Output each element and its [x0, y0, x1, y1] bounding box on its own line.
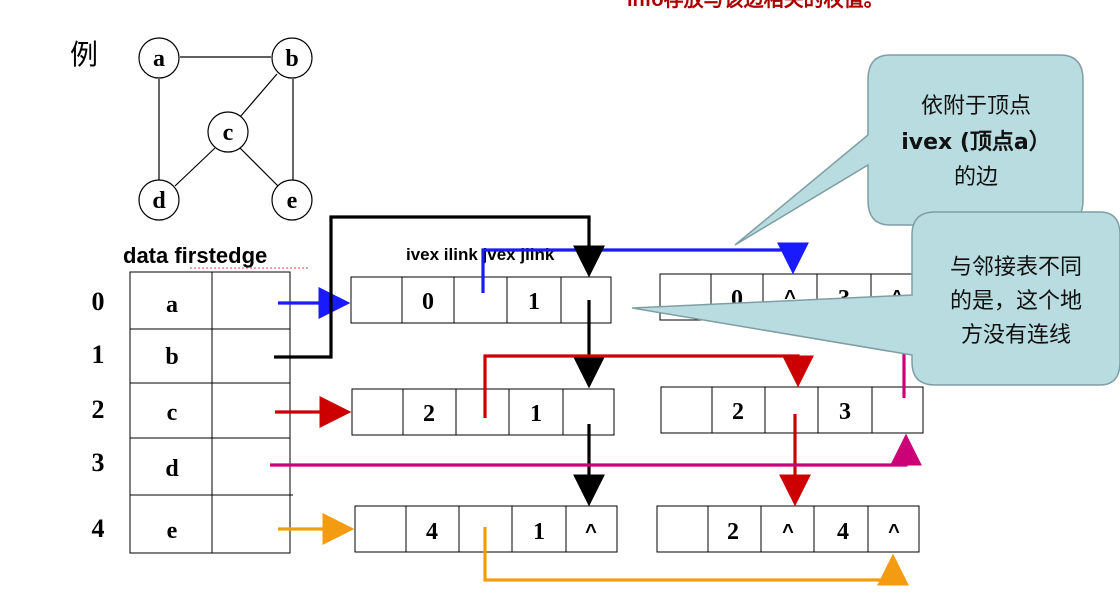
edge-cell: 0: [422, 289, 434, 315]
callout-line: 依附于顶点: [921, 94, 1031, 119]
edge-cell: 4: [837, 519, 849, 545]
arrow-black-b-first: [274, 215, 605, 359]
graph-node-label: b: [285, 46, 298, 72]
graph-node-label: c: [223, 120, 234, 146]
table-header: data firstedge: [123, 243, 267, 268]
edge-cell: ^: [888, 521, 900, 543]
edge-node-c-b: 2 1: [351, 388, 615, 436]
edge-cell: 1: [533, 519, 545, 545]
graph-node-label: a: [153, 46, 165, 72]
vertex-index: 4: [92, 514, 105, 543]
edge-cell: ^: [585, 521, 597, 543]
graph-edges: [158, 56, 294, 187]
edge-cell: 2: [727, 519, 739, 545]
graph-node-label: d: [152, 188, 166, 214]
callout-line: 方没有连线: [961, 323, 1071, 348]
edge-node-a-b: 0 1: [350, 276, 612, 324]
arrow-magenta-d-first: [270, 433, 922, 467]
graph-nodes: a b c d e: [138, 37, 313, 221]
edge-cell: ^: [782, 521, 794, 543]
callout-line: ivex (顶点a）: [901, 129, 1051, 155]
edge-cell: 3: [839, 399, 851, 425]
graph-node-a: a: [138, 37, 180, 79]
edge-cell: 1: [530, 401, 542, 427]
graph-edge-c-e: [239, 147, 279, 187]
edge-node-c-e: 2 ^ 4 ^: [656, 505, 920, 553]
vertex-indices: 0 1 2 3 4: [92, 287, 105, 543]
vertex-index: 0: [92, 287, 105, 316]
callout-no-connection: 与邻接表不同 的是，这个地 方没有连线: [631, 211, 1120, 386]
arrow-blue-a-ilink: [481, 242, 809, 293]
edge-node-c-d: 2 3: [660, 386, 924, 434]
vertex-data-cell: d: [165, 456, 179, 482]
vertex-data: a b c d e: [165, 292, 179, 544]
link-arrows: [270, 215, 922, 586]
callout-line: 的边: [954, 165, 998, 190]
vertex-data-cell: a: [166, 292, 178, 318]
vertex-data-cell: c: [167, 400, 178, 426]
vertex-index: 3: [92, 448, 105, 477]
edge-cell: 1: [528, 289, 540, 315]
graph-node-c: c: [207, 111, 249, 153]
graph-node-e: e: [271, 179, 313, 221]
callout-line: 的是，这个地: [950, 289, 1082, 314]
arrow-orange-eb-ilink: [483, 527, 909, 586]
callout-line: 与邻接表不同: [950, 255, 1082, 280]
graph-node-b: b: [271, 37, 313, 79]
vertex-table: [129, 271, 293, 554]
graph-edge-b-c: [239, 73, 278, 118]
top-snippet: info存放与该边相关的权值。: [627, 0, 884, 11]
vertex-data-cell: b: [165, 344, 178, 370]
example-label: 例: [70, 39, 98, 71]
graph-node-d: d: [138, 179, 180, 221]
graph-edge-c-d: [174, 147, 216, 187]
callout-incident-edges: 依附于顶点 ivex (顶点a） 的边: [734, 54, 1084, 246]
vertex-index: 2: [92, 395, 105, 424]
edge-cell: 2: [732, 399, 744, 425]
edge-cell: 2: [423, 401, 435, 427]
graph-node-label: e: [287, 188, 298, 214]
arrow-red-cb-ilink: [483, 354, 814, 418]
vertex-data-cell: e: [167, 518, 178, 544]
edge-cell: 4: [426, 519, 438, 545]
edge-field-header: ivex ilink jvex jlink: [406, 245, 555, 264]
vertex-index: 1: [92, 340, 105, 369]
